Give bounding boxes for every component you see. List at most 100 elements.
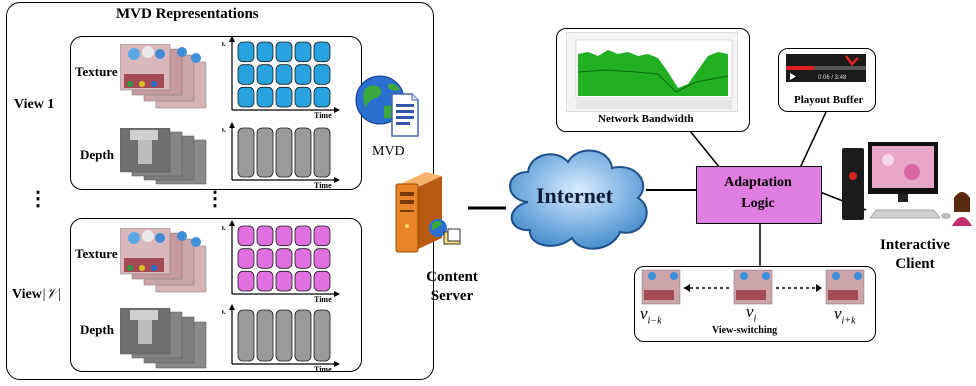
viewN-symbol: |𝒱| bbox=[41, 287, 62, 302]
depth-thumbs-1 bbox=[120, 128, 207, 185]
segment-block bbox=[275, 309, 293, 362]
segment-block bbox=[275, 225, 293, 247]
segment-block bbox=[294, 41, 312, 63]
segment-block bbox=[313, 309, 331, 362]
view1-box bbox=[70, 36, 362, 190]
segment-block bbox=[237, 248, 255, 269]
time-axis-label: Time bbox=[314, 365, 332, 372]
segment-block bbox=[313, 248, 331, 269]
segment-block bbox=[313, 270, 331, 292]
server-icon bbox=[395, 172, 461, 253]
segment-block bbox=[294, 270, 312, 292]
globe-document-icon bbox=[355, 75, 419, 137]
segment-block bbox=[256, 270, 274, 292]
viewN-label: View|𝒱| bbox=[12, 287, 61, 303]
segment-block bbox=[256, 127, 274, 178]
segment-block bbox=[275, 127, 293, 178]
bandwidth-graph bbox=[566, 32, 738, 112]
internet-label: Internet bbox=[536, 183, 613, 208]
axis-arrow bbox=[229, 304, 235, 310]
depth-rep-grid-1: Rep. Time bbox=[222, 122, 340, 188]
segment-block bbox=[237, 127, 255, 178]
v-mid-sub: i bbox=[753, 313, 757, 325]
client-line2: Client bbox=[895, 256, 935, 272]
client-computer-icon bbox=[842, 142, 972, 226]
segment-block bbox=[275, 270, 293, 292]
segment-block bbox=[294, 248, 312, 269]
adaptation-logic-box bbox=[696, 166, 822, 224]
server-label-line2: Server bbox=[430, 288, 474, 304]
segment-block bbox=[256, 86, 274, 108]
v-left-sub: i−k bbox=[647, 315, 662, 327]
server-label-line1: Content bbox=[426, 269, 478, 285]
segment-block bbox=[237, 225, 255, 247]
segment-block bbox=[256, 64, 274, 85]
view-ellipsis-left: ⋮ bbox=[28, 188, 48, 210]
segment-block bbox=[237, 270, 255, 292]
depth-rep-grid-2: Rep. Time bbox=[222, 304, 340, 372]
viewN-box bbox=[70, 218, 362, 372]
segment-block bbox=[294, 86, 312, 108]
depth-label-1: Depth bbox=[80, 147, 114, 162]
segment-block bbox=[256, 248, 274, 269]
network-bandwidth-label: Network Bandwidth bbox=[598, 113, 694, 125]
segment-block bbox=[256, 41, 274, 63]
player-icon bbox=[786, 54, 866, 82]
adaptation-logic-label: Adaptation Logic bbox=[696, 172, 820, 214]
mvd-title: MVD Representations bbox=[116, 6, 259, 22]
segment-block bbox=[313, 64, 331, 85]
depth-label-2: Depth bbox=[80, 322, 114, 337]
axis-arrow bbox=[334, 291, 340, 297]
v-mid: v bbox=[746, 302, 754, 321]
segment-block bbox=[313, 225, 331, 247]
adaptation-line1: Adaptation bbox=[724, 175, 792, 190]
rep-axis-label: Rep. bbox=[222, 39, 226, 48]
view-switching-label: View-switching bbox=[712, 325, 778, 336]
segment-block bbox=[256, 309, 274, 362]
segment-block bbox=[294, 309, 312, 362]
rep-axis-label: Rep. bbox=[222, 307, 226, 316]
adaptation-line2: Logic bbox=[741, 196, 775, 211]
segment-block bbox=[313, 86, 331, 108]
axis-arrow bbox=[334, 177, 340, 183]
segment-block bbox=[237, 86, 255, 108]
viewN-word: View bbox=[12, 287, 42, 302]
segment-block bbox=[313, 41, 331, 63]
player-time: 0:06 / 3:48 bbox=[818, 75, 847, 81]
v-right: v bbox=[834, 304, 842, 323]
view-right-label: vi+k bbox=[834, 304, 856, 326]
time-axis-label: Time bbox=[314, 111, 332, 118]
axis-arrow bbox=[229, 220, 235, 226]
segment-block bbox=[294, 127, 312, 178]
time-axis-label: Time bbox=[314, 181, 332, 188]
texture-rep-grid-1: Rep. Time bbox=[222, 36, 340, 118]
client-label: Interactive Client bbox=[856, 236, 974, 274]
segment-block bbox=[275, 86, 293, 108]
axis-arrow bbox=[334, 107, 340, 113]
playout-buffer-label: Playout Buffer bbox=[794, 94, 864, 106]
time-axis-label: Time bbox=[314, 295, 332, 302]
segment-block bbox=[275, 248, 293, 269]
texture-rep-grid-2: Rep. Time bbox=[222, 220, 340, 302]
view-left-label: vi−k bbox=[640, 304, 662, 326]
client-line1: Interactive bbox=[880, 237, 950, 253]
view-switching-thumbs bbox=[641, 269, 865, 305]
axes bbox=[231, 124, 338, 181]
axis-arrow bbox=[334, 361, 340, 367]
rep-axis-label: Rep. bbox=[222, 125, 226, 134]
axes bbox=[231, 38, 338, 111]
view1-label: View 1 bbox=[14, 97, 55, 112]
axes bbox=[231, 222, 338, 295]
internet-cloud-icon bbox=[509, 149, 648, 250]
texture-label-1: Texture bbox=[75, 64, 118, 79]
view-ellipsis-mid: ⋮ bbox=[205, 188, 225, 210]
segment-block bbox=[237, 41, 255, 63]
view-mid-label: vi bbox=[746, 302, 756, 324]
segment-block bbox=[237, 309, 255, 362]
segment-block bbox=[237, 64, 255, 85]
texture-thumbs-2 bbox=[120, 228, 207, 293]
segment-block bbox=[275, 41, 293, 63]
segment-block bbox=[275, 64, 293, 85]
axis-arrow bbox=[229, 122, 235, 128]
rep-axis-label: Rep. bbox=[222, 223, 226, 232]
